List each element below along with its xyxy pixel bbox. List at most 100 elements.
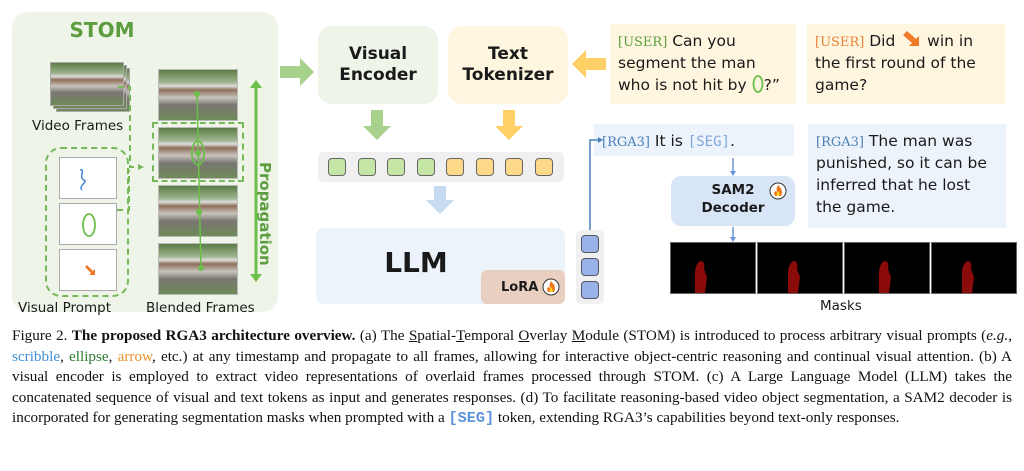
video-frames-stack	[50, 62, 130, 114]
caption-text: , etc.) at any timestamp and propagate t…	[12, 347, 1013, 427]
caption-text: emporal	[464, 327, 519, 344]
token-sequence	[318, 152, 564, 182]
caption-text: ,	[60, 347, 70, 365]
caption-text: ,	[108, 347, 118, 365]
output-token	[581, 258, 599, 276]
segmentation-mask	[931, 242, 1017, 294]
text-tokenizer-line1: Text	[488, 43, 528, 64]
caption-text: odule (STOM) is introduced to process ar…	[585, 327, 987, 344]
caption-italic: e.g.	[986, 327, 1009, 344]
user-message-ellipse: [USER] Can you segment the man who is no…	[610, 24, 796, 104]
fire-icon	[542, 278, 560, 296]
caption-scribble: scribble	[12, 347, 61, 365]
text-tokenizer-line2: Tokenizer	[462, 65, 554, 85]
assistant-tag: [RGA3]	[816, 135, 864, 150]
caption-seg-token: [SEG]	[448, 409, 495, 427]
user-tag: [USER]	[815, 35, 865, 50]
stom-panel: STOM Video Frames Visual Prompt Blended …	[12, 12, 278, 316]
caption-title: The proposed RGA3 architecture overview.	[71, 327, 356, 344]
assistant-reply-seg: [RGA3] It is [SEG].	[594, 124, 794, 156]
assistant-reply-reasoning: [RGA3] The man was punished, so it can b…	[808, 124, 1006, 228]
sam-to-masks-arrow	[730, 237, 736, 242]
fire-icon	[769, 182, 787, 200]
visual-token	[328, 158, 346, 176]
caption-text: patial-	[417, 327, 457, 344]
visual-token	[357, 158, 376, 176]
mask-silhouette	[879, 261, 891, 293]
user-tag: [USER]	[618, 35, 668, 50]
stom-to-encoder-arrow	[280, 58, 314, 86]
frames-to-blend-connector	[118, 86, 138, 168]
assistant-reply-text: The man was punished, so it can be infer…	[816, 132, 987, 217]
caption-text: verlay	[529, 327, 572, 344]
mask-silhouette	[962, 261, 974, 293]
video-frame-image	[50, 62, 124, 106]
encoder-down-arrow	[363, 110, 391, 140]
mask-silhouette	[695, 261, 707, 293]
scribble-icon	[79, 168, 86, 191]
caption-text: (a) The	[355, 327, 409, 344]
visual-prompt-group	[45, 147, 129, 297]
llm-block: LLM LoRA	[316, 228, 565, 304]
segmentation-mask	[757, 242, 843, 294]
output-token	[581, 281, 599, 299]
tokens-to-llm-arrow	[426, 186, 454, 214]
reply-to-sam-arrow	[730, 171, 736, 176]
visual-token	[387, 158, 405, 176]
arrows-layer	[117, 50, 736, 282]
segmentation-mask	[844, 242, 930, 294]
arrow-icon	[903, 31, 920, 46]
visual-encoder-line2: Encoder	[339, 65, 417, 85]
user-message-arrow: [USER] Did win in the first round of the…	[807, 24, 1005, 104]
output-token	[581, 235, 599, 253]
lora-label: LoRA	[501, 279, 539, 295]
mask-silhouette	[788, 261, 800, 293]
assistant-reply-end: .	[729, 132, 735, 150]
text-to-tokenizer-arrow	[572, 50, 606, 78]
text-token	[446, 158, 464, 176]
arrow-prompt-card	[59, 249, 117, 291]
output-to-reply-connector	[589, 139, 598, 230]
scribble-prompt-card	[59, 157, 117, 199]
caption-text: token, extending RGA3’s capabilities bey…	[494, 409, 900, 426]
user-message-text: Can you segment the man who is not hit b…	[618, 32, 756, 95]
figure-caption: Figure 2. The proposed RGA3 architecture…	[12, 326, 1012, 429]
text-token	[475, 158, 494, 176]
caption-underline: M	[571, 327, 586, 344]
blended-frame	[158, 243, 238, 295]
llm-label: LLM	[384, 246, 448, 279]
blended-frames-label: Blended Frames	[146, 300, 255, 316]
mask-strip	[670, 242, 1017, 294]
caption-underline: T	[456, 327, 465, 344]
caption-underline: S	[408, 327, 418, 344]
user-message-text: Did	[869, 32, 901, 50]
user-message-end: win in the first round of the game?	[815, 32, 976, 95]
stom-title: STOM	[69, 18, 135, 42]
figure-number: Figure 2.	[12, 327, 72, 344]
caption-arrow: arrow	[117, 347, 153, 365]
video-frames-label: Video Frames	[32, 118, 124, 134]
caption-underline: O	[518, 327, 530, 344]
assistant-tag: [RGA3]	[602, 135, 650, 150]
masks-label: Masks	[820, 298, 862, 314]
arrow-icon	[85, 265, 95, 275]
text-token	[534, 158, 553, 176]
seg-token: [SEG]	[687, 134, 730, 150]
caption-text: ,	[1008, 327, 1012, 344]
visual-encoder-line1: Visual	[348, 43, 408, 64]
user-message-end: ?”	[763, 76, 780, 95]
prompt-to-blend-connector	[117, 170, 130, 211]
sam2-line2: Decoder	[701, 199, 765, 216]
lora-badge: LoRA	[481, 270, 565, 304]
visual-token	[416, 158, 435, 176]
propagation-track-line	[196, 91, 202, 271]
caption-ellipse: ellipse	[69, 347, 109, 365]
output-token-column	[576, 230, 604, 304]
assistant-reply-text: It is	[649, 132, 688, 150]
text-token	[505, 158, 523, 176]
visual-prompt-label: Visual Prompt	[18, 300, 112, 316]
ellipse-prompt-card	[59, 203, 117, 245]
ellipse-icon	[82, 213, 96, 237]
